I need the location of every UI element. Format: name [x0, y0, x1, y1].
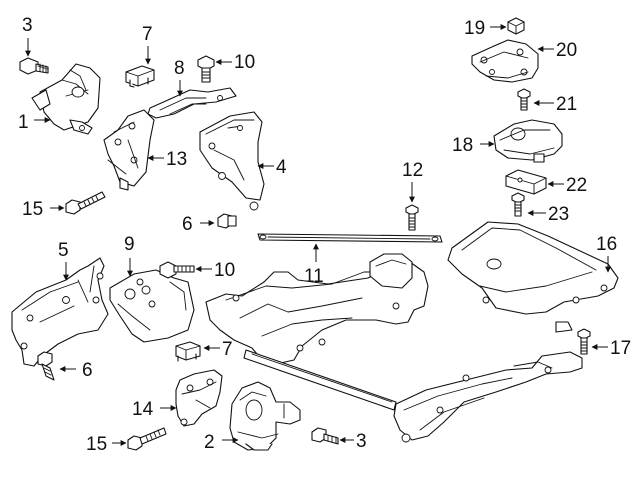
front-subframe: [205, 253, 583, 443]
nut-19: [507, 17, 525, 35]
callout-15-lower: 15: [86, 434, 107, 455]
callout-4: 4: [276, 157, 287, 178]
bolt-12: [405, 204, 419, 231]
callout-9: 9: [124, 234, 135, 255]
callout-3-top: 3: [22, 15, 33, 36]
callout-18: 18: [452, 135, 473, 156]
callout-23: 23: [548, 204, 569, 225]
callout-22: 22: [566, 175, 587, 196]
callout-20: 20: [556, 40, 577, 61]
callout-7-top: 7: [142, 24, 153, 45]
callout-3-lower: 3: [356, 431, 367, 452]
callout-15-upper: 15: [22, 199, 43, 220]
callout-13: 13: [166, 149, 187, 170]
callout-21: 21: [556, 94, 577, 115]
bump-stop-7-top: [125, 65, 155, 88]
shield-plate-9: [109, 269, 195, 343]
bump-stop-7-lower: [175, 341, 201, 362]
callout-10-mid: 10: [214, 260, 235, 281]
mount-bracket-4: [199, 111, 265, 211]
mount-bracket-20: [471, 39, 539, 83]
transmission-mount-18: [493, 119, 563, 163]
engine-bracket-5: [11, 257, 109, 367]
bolt-10-mid: [159, 261, 195, 279]
bolt-23: [511, 192, 525, 217]
bolt-15-upper: [65, 191, 106, 215]
plate-22: [505, 169, 547, 195]
callout-17: 17: [610, 338, 631, 359]
brace-bar-11: [257, 233, 443, 243]
crossmember-16: [447, 221, 619, 333]
bolt-17: [577, 328, 591, 355]
callout-5: 5: [58, 240, 69, 261]
callout-1: 1: [18, 112, 29, 133]
callout-14: 14: [132, 399, 154, 420]
callout-12: 12: [402, 160, 423, 181]
bolt-15-lower: [127, 427, 167, 451]
callout-6-upper: 6: [182, 214, 193, 235]
callout-16: 16: [596, 234, 617, 255]
bolt-3-top: [19, 57, 49, 75]
callout-10-top: 10: [234, 52, 255, 73]
callout-19: 19: [464, 18, 485, 39]
bolt-6-lower: [37, 351, 55, 381]
bracket-14: [175, 369, 223, 427]
bolt-10-top: [197, 55, 215, 83]
bolt-3-lower: [311, 427, 339, 445]
heat-shield-8: [147, 87, 237, 119]
callout-6-lower: 6: [82, 360, 93, 381]
engine-mount-2: [229, 381, 301, 451]
engine-mount-1: [31, 63, 101, 135]
callout-7-lower: 7: [222, 339, 233, 360]
callout-2: 2: [204, 432, 215, 453]
bracket-13: [103, 109, 155, 191]
bolt-21: [517, 88, 531, 111]
nut-6-upper: [217, 213, 237, 229]
callout-8: 8: [174, 58, 185, 79]
